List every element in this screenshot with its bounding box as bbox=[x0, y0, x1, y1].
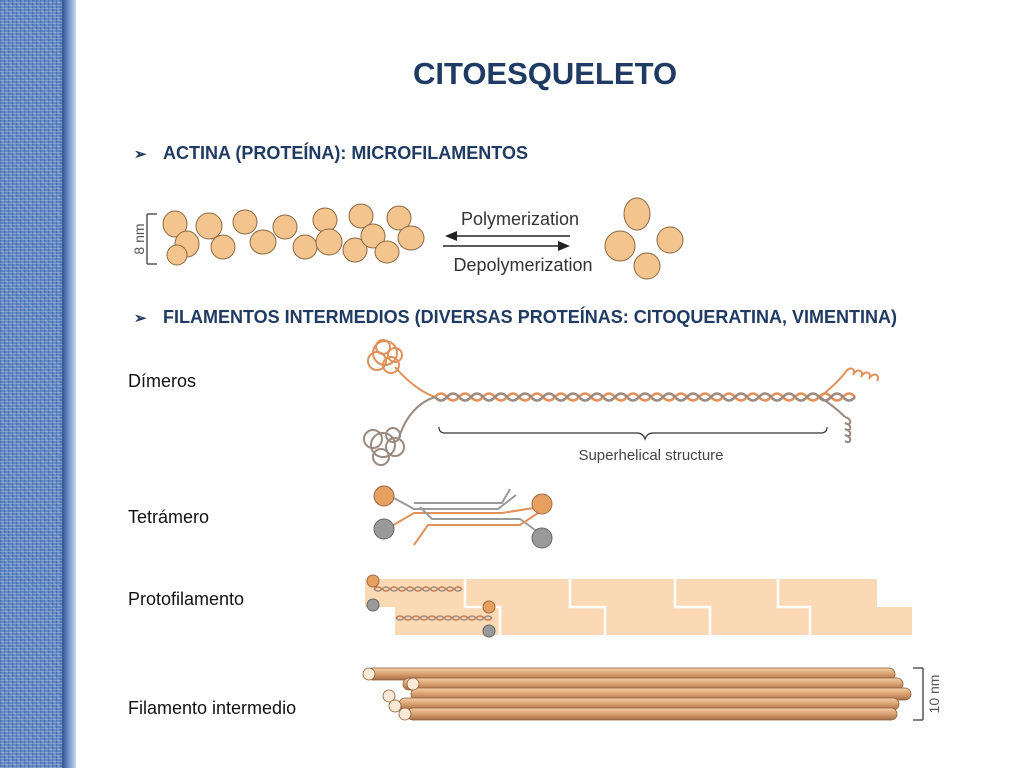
scale-bar-8nm: 8 nm bbox=[131, 213, 157, 265]
actin-polymerization-figure: 8 nm Polymerization Depolymerization bbox=[131, 197, 684, 280]
decorative-sidebar bbox=[0, 0, 62, 768]
stage-label-dimers: Dímeros bbox=[128, 371, 197, 391]
orange-head bbox=[373, 485, 395, 507]
polymerization-label: Polymerization bbox=[461, 209, 579, 229]
sidebar-edge bbox=[62, 0, 76, 768]
equilibrium-arrows: Polymerization Depolymerization bbox=[443, 209, 593, 275]
scale-label-8nm: 8 nm bbox=[131, 223, 147, 254]
bullet-arrow-icon: ➢ bbox=[134, 309, 147, 327]
depolymerization-label: Depolymerization bbox=[453, 255, 592, 275]
scale-bar-10nm: 10 nm bbox=[913, 667, 942, 721]
stage-label-intermediate-filament: Filamento intermedio bbox=[128, 698, 297, 718]
bullet-arrow-icon: ➢ bbox=[134, 145, 147, 163]
stage-label-tetramer: Tetrámero bbox=[128, 507, 210, 527]
gray-head-coil bbox=[363, 396, 436, 466]
superhelical-bracket bbox=[438, 426, 828, 441]
orange-tail-coil bbox=[819, 367, 879, 398]
gray-tail-coil bbox=[819, 396, 852, 444]
scale-label-10nm: 10 nm bbox=[926, 675, 942, 714]
slide-title: CITOESQUELETO bbox=[412, 56, 678, 91]
orange-head-coil bbox=[367, 339, 436, 398]
filament-rods bbox=[362, 667, 912, 721]
actin-filament bbox=[162, 203, 425, 266]
superhelical-label: Superhelical structure bbox=[578, 447, 723, 464]
bullet-actin-text: ACTINA (PROTEÍNA): MICROFILAMENTOS bbox=[163, 143, 528, 163]
intermediate-filament-figure: 10 nm bbox=[362, 667, 942, 721]
bullet-intermediate-text: FILAMENTOS INTERMEDIOS (DIVERSAS PROTEÍN… bbox=[163, 307, 898, 327]
coiled-coil bbox=[434, 392, 856, 402]
gray-head bbox=[373, 518, 395, 540]
bullet-intermediate-filaments: ➢ FILAMENTOS INTERMEDIOS (DIVERSAS PROTE… bbox=[134, 307, 897, 328]
orange-head bbox=[531, 493, 553, 515]
bullet-actin: ➢ ACTINA (PROTEÍNA): MICROFILAMENTOS bbox=[134, 143, 528, 164]
protofilament-figure bbox=[365, 574, 912, 638]
stage-label-protofilament: Protofilamento bbox=[128, 589, 245, 609]
actin-monomers bbox=[604, 197, 684, 280]
dimer-figure: Superhelical structure bbox=[363, 339, 879, 466]
gray-head bbox=[531, 527, 553, 549]
tetramer-figure bbox=[373, 485, 553, 549]
